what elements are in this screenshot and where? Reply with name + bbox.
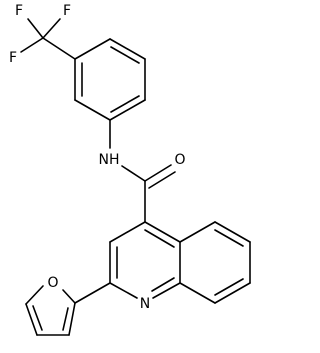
bond-quin-n-c8a-inner (151, 277, 175, 292)
bond-quin-c4-c3 (109, 221, 146, 243)
bond-furan-c3-c2 (68, 302, 76, 336)
bond-cf3-f1 (27, 18, 44, 39)
bond-phenyl-1 (74, 38, 111, 60)
bond-carbonyl-o-a (144, 164, 172, 182)
bond-quin-c4a-c4-inner (144, 229, 175, 248)
fluorine-label-1: F (15, 3, 23, 19)
carbonyl-oxygen-label: O (174, 152, 185, 168)
bond-furan-c2-o (62, 289, 76, 304)
bond-benzo-2 (214, 221, 251, 243)
bond-furan-o-c5 (25, 285, 44, 305)
bond-benzo-5 (179, 282, 216, 304)
bond-furan-c3-c2-inner (62, 307, 69, 331)
bond-c2-furan (74, 282, 111, 304)
bond-phenyl-2 (109, 38, 146, 60)
chemical-structure: F F F NH O N O (9, 3, 251, 336)
bond-carbonyl-o-b (148, 171, 176, 189)
bond-quin-n-c8a (152, 282, 181, 299)
quinoline-nitrogen-label: N (140, 296, 150, 312)
atom-labels: F F F NH O N O (9, 3, 186, 312)
bond-furan-c5-c4 (25, 303, 38, 336)
bond-cf3-f3 (20, 37, 44, 53)
bond-nh-carbonyl (121, 165, 146, 182)
bond-phenyl-4-inner (110, 95, 140, 113)
bond-lines (20, 18, 251, 336)
fluorine-label-2: F (63, 3, 71, 19)
bond-quin-c4a-c4 (144, 221, 181, 243)
bond-quin-c2-n (109, 282, 138, 299)
bond-phenyl-5 (74, 99, 111, 121)
bond-phenyl-2-inner (110, 46, 140, 64)
fluorine-label-3: F (9, 50, 17, 66)
bond-cf3-f2 (42, 18, 61, 39)
bond-cf3-ring (42, 37, 76, 60)
bond-furan-c5-c4-inner (32, 305, 43, 331)
bond-phenyl-4 (109, 99, 146, 121)
bond-benzo-4-inner (214, 278, 244, 296)
bond-benzo-2-inner (214, 229, 244, 247)
furan-oxygen-label: O (47, 275, 58, 291)
bond-benzo-1 (179, 221, 216, 243)
bond-benzo-4 (214, 282, 251, 304)
amide-nitrogen-label: NH (99, 152, 120, 168)
